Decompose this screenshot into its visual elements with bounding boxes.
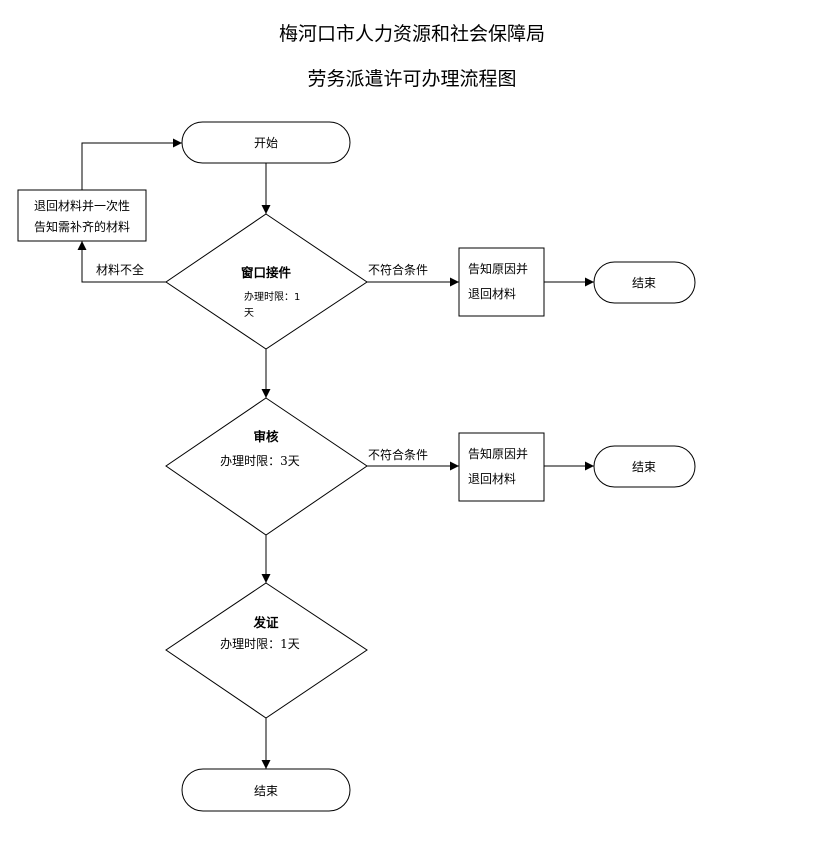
reject1-line2: 退回材料 <box>468 287 516 301</box>
end-node-2: 结束 <box>593 445 696 488</box>
reject1-line1: 告知原因并 <box>468 262 528 276</box>
reject-node-1: 告知原因并 退回材料 <box>458 247 545 317</box>
end-node-1: 结束 <box>593 261 696 304</box>
end-final-label: 结束 <box>254 784 278 798</box>
edge-label-noncompliant-1: 不符合条件 <box>368 262 428 277</box>
edge-return-to-start <box>81 138 182 190</box>
step1-title: 窗口接件 <box>241 265 292 280</box>
end-node-final: 结束 <box>181 768 351 812</box>
start-label: 开始 <box>254 136 278 150</box>
return-label-line1: 退回材料并一次性 <box>34 199 130 213</box>
step1-decision: 窗口接件 办理时限：1 天 <box>165 213 368 350</box>
start-node: 开始 <box>181 121 351 164</box>
step2-title: 审核 <box>253 429 279 444</box>
return-label-line2: 告知需补齐的材料 <box>34 219 130 234</box>
edge-step1-incomplete <box>77 241 166 283</box>
step2-limit: 办理时限：3天 <box>220 453 300 468</box>
reject-node-2: 告知原因并 退回材料 <box>458 432 545 502</box>
end2-label: 结束 <box>632 460 656 474</box>
flow-edges <box>77 138 594 769</box>
edge-label-noncompliant-2: 不符合条件 <box>368 447 428 462</box>
reject2-line1: 告知原因并 <box>468 447 528 461</box>
page-title: 劳务派遣许可办理流程图 <box>307 68 516 90</box>
org-title: 梅河口市人力资源和社会保障局 <box>279 23 545 45</box>
step3-title: 发证 <box>252 615 279 630</box>
step3-limit: 办理时限：1天 <box>220 636 300 651</box>
edge-label-incomplete: 材料不全 <box>96 262 144 277</box>
end1-label: 结束 <box>632 276 656 290</box>
step2-decision: 审核 办理时限：3天 <box>165 397 368 536</box>
step1-limit-line1: 办理时限：1 <box>244 290 300 303</box>
return-materials-node: 退回材料并一次性 告知需补齐的材料 <box>17 189 147 242</box>
step3-decision: 发证 办理时限：1天 <box>165 582 368 719</box>
reject2-line2: 退回材料 <box>468 472 516 486</box>
step1-limit-line2: 天 <box>244 308 254 319</box>
